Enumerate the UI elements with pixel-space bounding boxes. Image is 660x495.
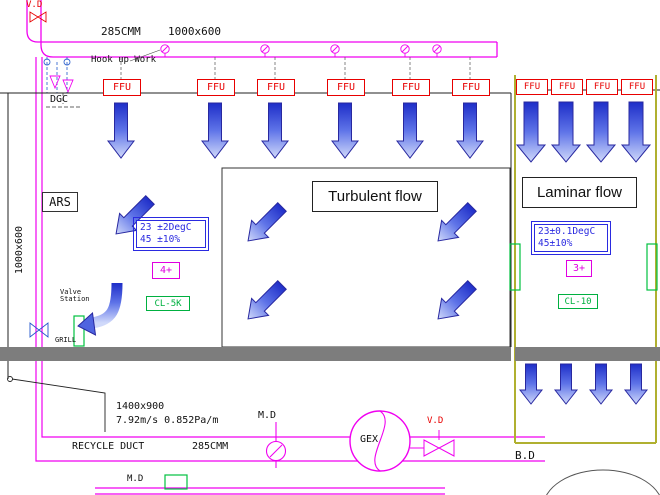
ffu-right-2: FFU	[551, 79, 583, 95]
laminar-flow-label: Laminar flow	[522, 177, 637, 208]
diagonal-arrow-icon	[239, 198, 291, 250]
md-label: M.D	[258, 410, 277, 421]
down-arrow-icon	[589, 363, 613, 405]
floor-duct-size-label: 1400x900	[116, 401, 165, 412]
ffu-drop-lines	[120, 57, 471, 79]
left-temp-label: 23 ±2DegC	[140, 222, 192, 233]
ffu-right-4: FFU	[621, 79, 653, 95]
down-arrow-icon	[554, 363, 578, 405]
bd-label: B.D	[515, 449, 535, 462]
vd-top-label: V.D	[26, 0, 43, 10]
vd-valve-bottom-icon	[410, 430, 455, 457]
floor-slab	[0, 347, 511, 361]
md-damper-icon	[265, 422, 287, 468]
down-arrow-icon	[621, 101, 651, 163]
supply-duct-size-label: 1000x600	[168, 25, 221, 38]
diagonal-arrow-icon	[239, 276, 291, 328]
down-arrow-icon	[396, 102, 424, 159]
down-arrow-icon	[624, 363, 648, 405]
supply-flow-rate-label: 285CMM	[101, 25, 141, 38]
duct-damper-icons	[160, 44, 442, 57]
right-humidity-label: 45±10%	[538, 238, 573, 249]
filter-icons	[73, 243, 658, 490]
dgc-label: DGC	[50, 94, 69, 105]
ffu-right-1: FFU	[516, 79, 548, 95]
vd-valve-top-icon	[29, 11, 47, 23]
valve-station-label: Valve Station	[60, 288, 90, 303]
diagonal-arrow-icon	[429, 276, 481, 328]
down-arrow-icon	[456, 102, 484, 159]
hookup-leader-line	[129, 49, 161, 62]
right-temp-label: 23±0.1DegC	[538, 226, 596, 237]
sensor-icon	[43, 58, 51, 66]
down-arrow-icon	[261, 102, 289, 159]
down-arrow-icon	[519, 363, 543, 405]
transition-piece-icon	[49, 75, 74, 94]
left-count-label: 4+	[152, 262, 180, 279]
ffu-right-3: FFU	[586, 79, 618, 95]
sensor-icon	[63, 58, 71, 66]
laminar-chamber-walls	[514, 75, 657, 444]
md2-label: M.D	[127, 474, 144, 484]
right-count-label: 3+	[566, 260, 592, 277]
floor-slab	[515, 347, 660, 361]
ffu-unit-4: FFU	[327, 79, 365, 96]
curved-return-arrow-icon	[77, 282, 123, 336]
dgc-sensor-lines	[43, 57, 80, 108]
recycle-flow-rate-label: 285CMM	[192, 441, 229, 452]
ffu-unit-5: FFU	[392, 79, 430, 96]
ars-label: ARS	[42, 192, 78, 212]
right-condition-box: 23±0.1DegC 45±10%	[531, 221, 611, 255]
gex-fan-icon	[349, 410, 411, 472]
dimension-leader-line	[7, 376, 106, 432]
ffu-unit-3: FFU	[257, 79, 295, 96]
turbulent-flow-label: Turbulent flow	[312, 181, 438, 212]
right-clean-class-label: CL-10	[558, 294, 598, 309]
gex-label: GEX	[360, 434, 379, 445]
recycle-duct-label: RECYCLE DUCT	[72, 441, 145, 452]
supply-duct	[26, 0, 498, 58]
down-arrow-icon	[551, 101, 581, 163]
down-arrow-icon	[586, 101, 616, 163]
air-velocity-label: 7.92m/s 0.852Pa/m	[116, 415, 219, 426]
left-humidity-label: 45 ±10%	[140, 234, 181, 245]
ffu-unit-6: FFU	[452, 79, 490, 96]
down-arrow-icon	[331, 102, 359, 159]
left-clean-class-label: CL-5K	[146, 296, 190, 311]
ffu-unit-1: FFU	[103, 79, 141, 96]
floor-grill-icon	[164, 474, 188, 490]
equipment-ellipse	[546, 469, 660, 495]
vd-bottom-label: V.D	[427, 416, 444, 426]
riser-size-label: 1000x600	[14, 226, 25, 275]
down-arrow-icon	[107, 102, 135, 159]
riser-valve-icons	[29, 322, 49, 338]
down-arrow-icon	[516, 101, 546, 163]
left-condition-box: 23 ±2DegC 45 ±10%	[133, 217, 209, 251]
down-arrow-icon	[201, 102, 229, 159]
grill-icon	[73, 315, 85, 347]
hookup-note-label: Hook up Work	[91, 55, 157, 65]
ffu-unit-2: FFU	[197, 79, 235, 96]
grill-label: GRILL	[55, 336, 77, 344]
